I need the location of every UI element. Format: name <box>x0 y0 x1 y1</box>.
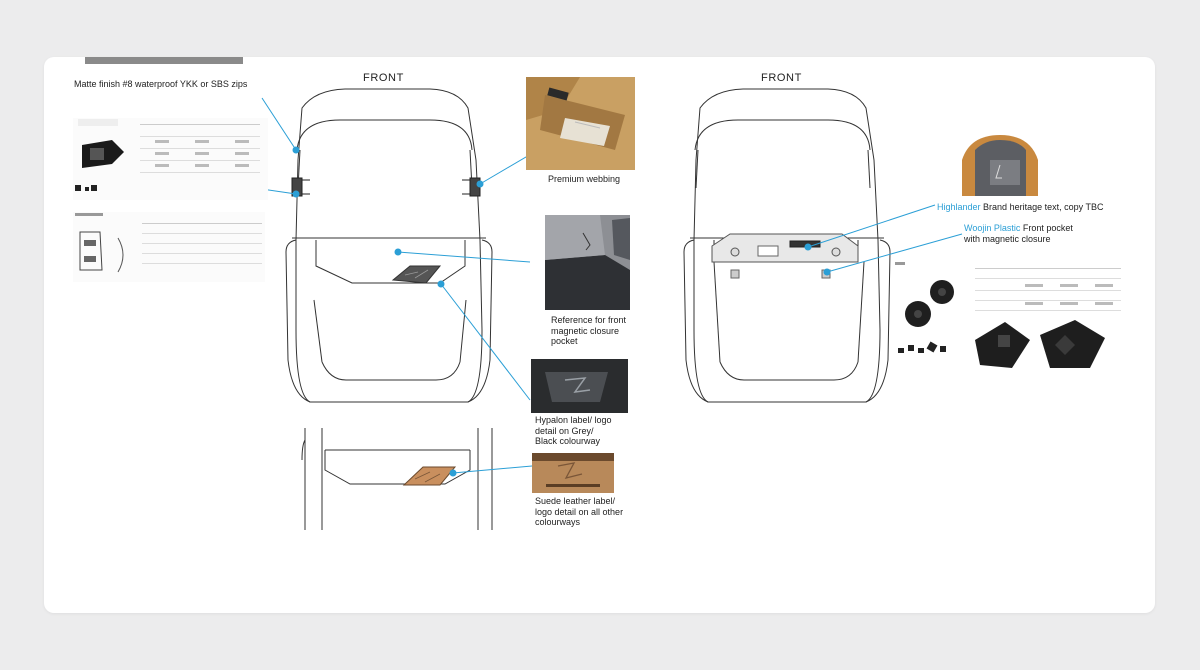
zip-photo <box>85 57 243 64</box>
right-backpack-outline <box>683 88 891 403</box>
left-backpack-outline <box>285 88 493 403</box>
hypalon-callout-label: Hypalon label/ logo detail on Grey/ Blac… <box>535 415 612 446</box>
zips-callout-label: Matte finish #8 waterproof YKK or SBS zi… <box>74 79 248 89</box>
woojin-callout: Woojin Plastic Front pocket with magneti… <box>964 223 1082 244</box>
brand-label-photo <box>962 135 1038 196</box>
webbing-photo <box>526 77 635 170</box>
buckle-specification-sheet <box>73 212 265 282</box>
webbing-callout-label: Premium webbing <box>548 174 621 184</box>
right-view-title: FRONT <box>761 72 802 84</box>
magnetic-closure-spec-sheet <box>893 262 1121 382</box>
callout-dots <box>292 146 831 477</box>
buckle-spec-sheet <box>73 118 268 200</box>
hypalon-label-photo <box>531 359 628 413</box>
highlander-brand-name: Highlander <box>937 202 981 212</box>
woojin-callout-text: Front pocket with magnetic closure <box>964 223 1073 244</box>
highlander-callout: Highlander Brand heritage text, copy TBC <box>937 202 1127 213</box>
highlander-callout-text: Brand heritage text, copy TBC <box>983 202 1104 212</box>
front-pocket-reference-photo <box>540 215 632 310</box>
woojin-brand-name: Woojin Plastic <box>964 223 1021 233</box>
suede-label-photo <box>532 453 614 493</box>
left-view-title: FRONT <box>363 72 404 84</box>
suede-callout-label: Suede leather label/ logo detail on all … <box>535 496 624 527</box>
front-pocket-reference-label: Reference for front magnetic closure poc… <box>551 315 627 346</box>
left-backpack-lower-detail <box>301 428 493 530</box>
